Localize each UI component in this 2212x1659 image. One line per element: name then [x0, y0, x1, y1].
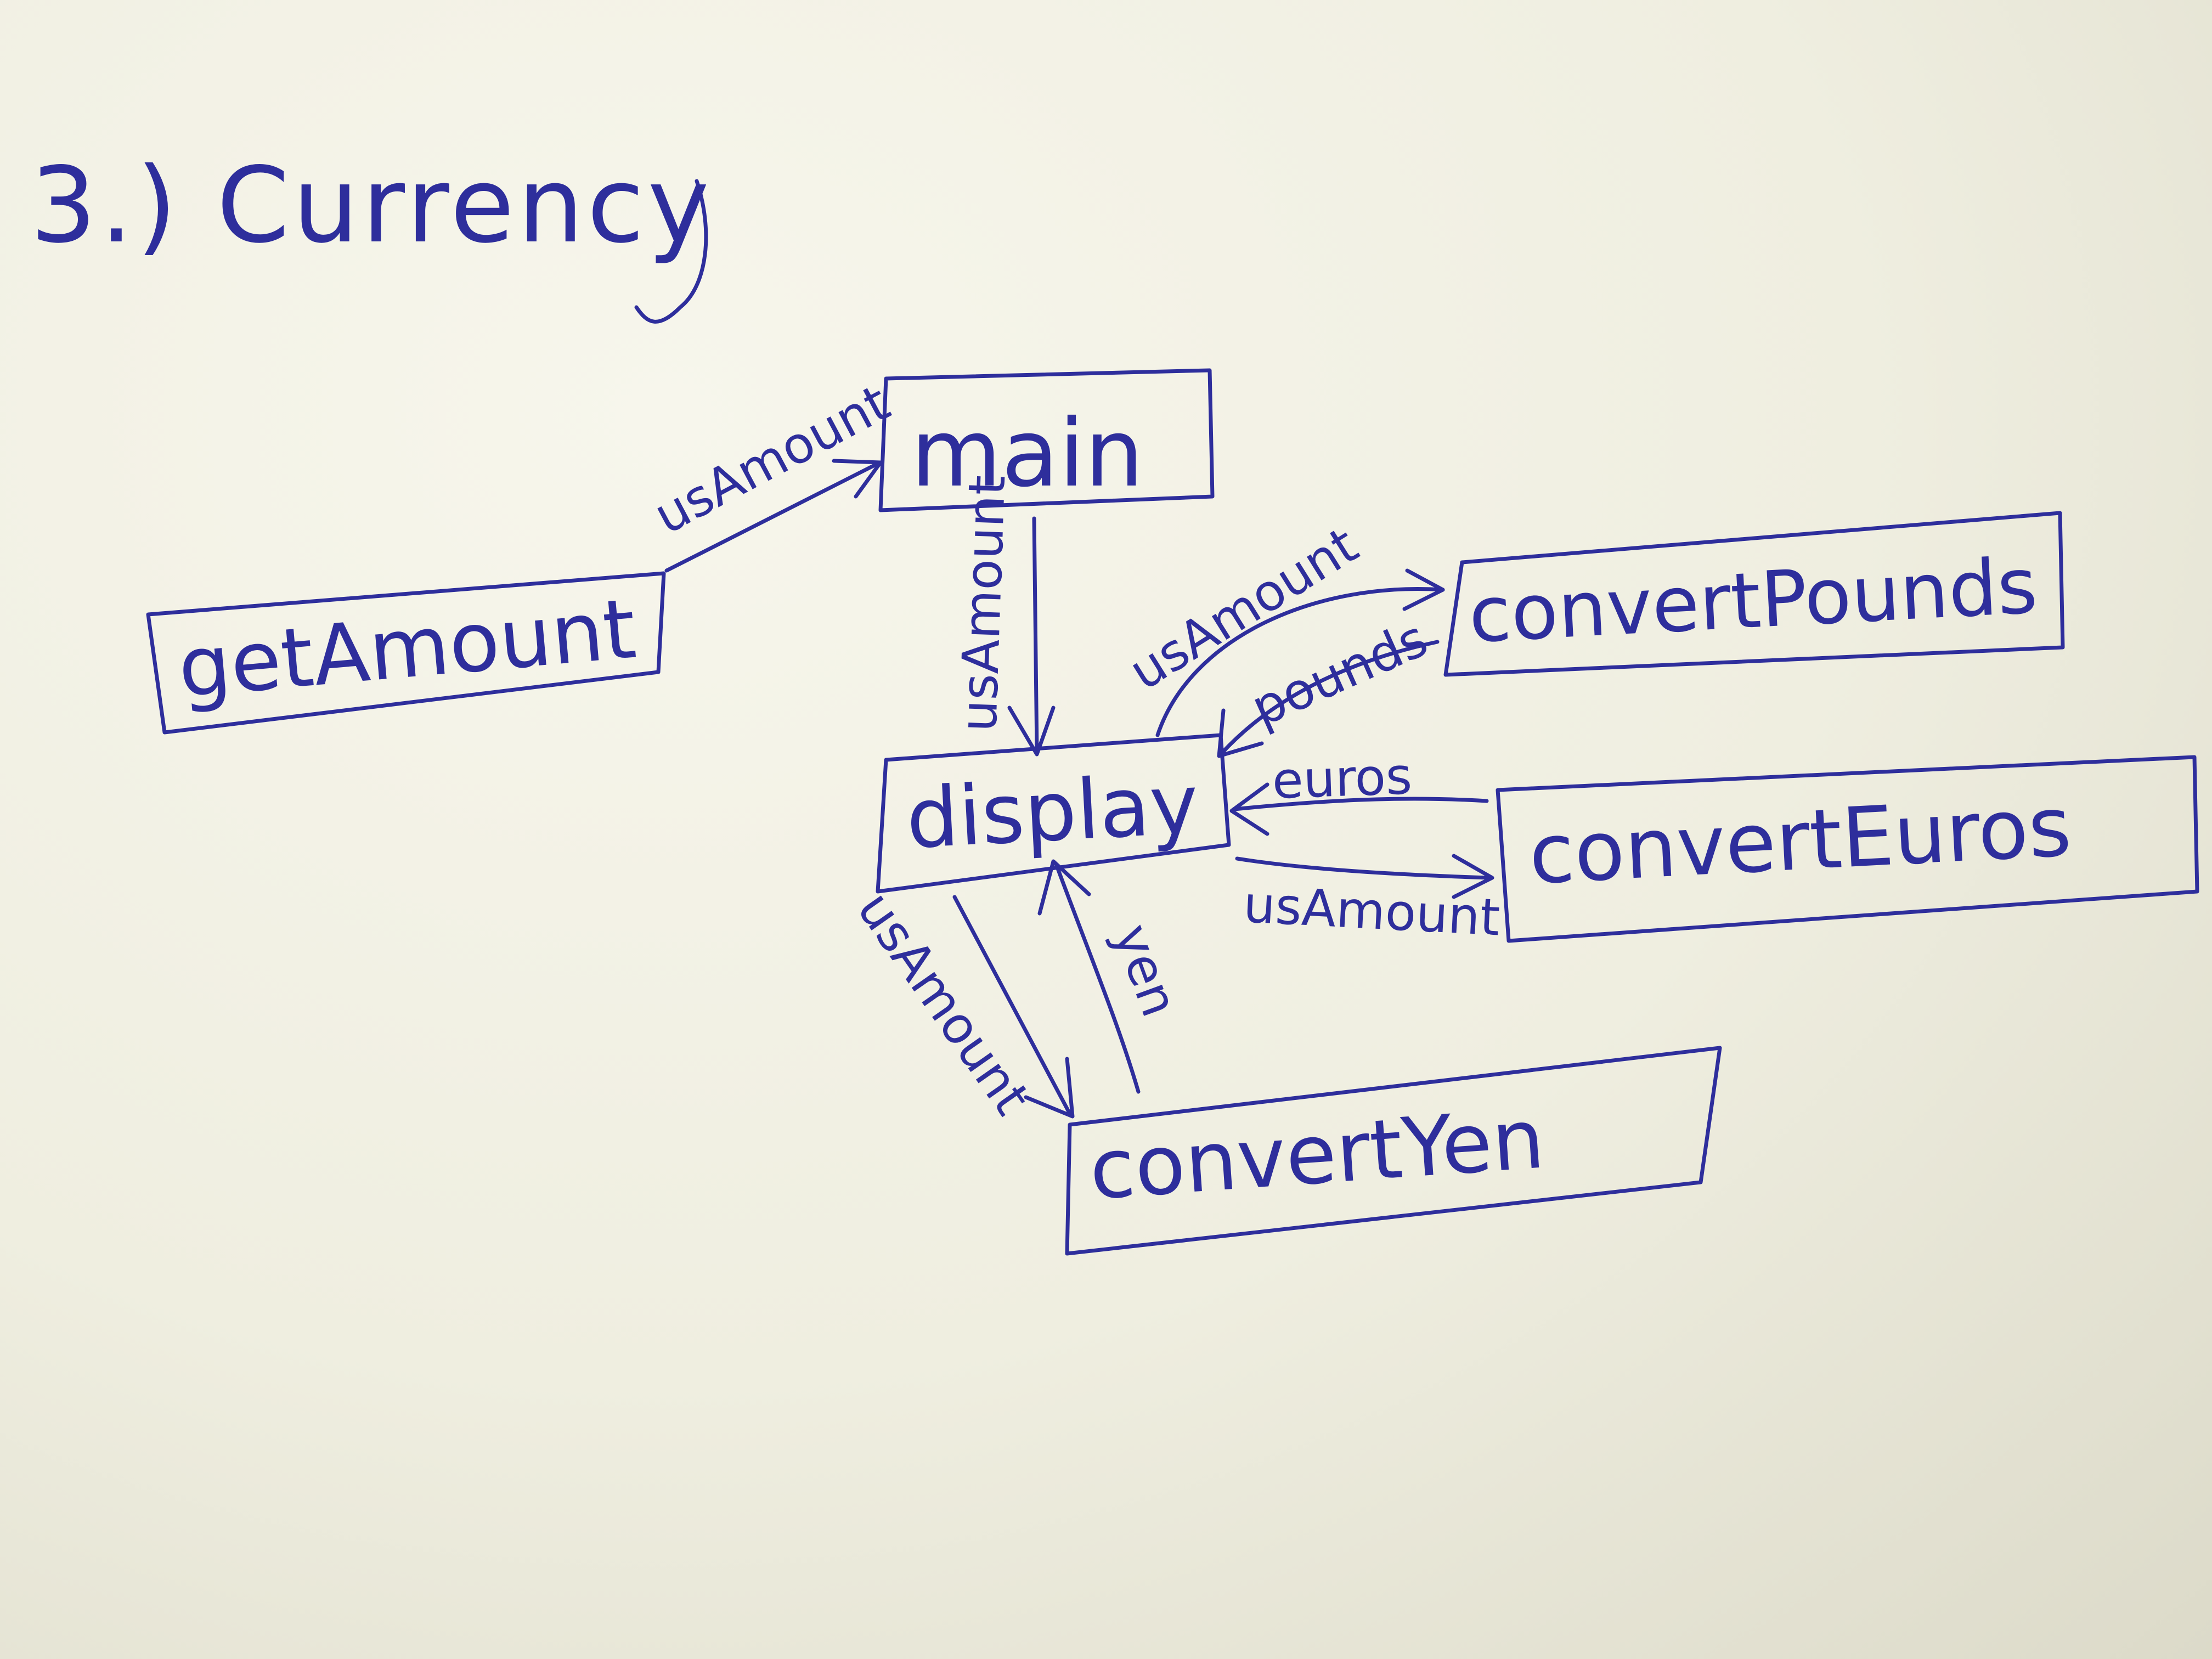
edge-display-to-euros-line — [1235, 856, 1492, 880]
display-label: display — [904, 757, 1201, 867]
edge-display-to-euros-arrowhead — [1452, 854, 1494, 899]
edge-euros-to-display: euros — [1229, 747, 1489, 836]
edge-yen-to-display-line — [1054, 862, 1141, 1094]
convert-yen-label: convertYen — [1086, 1091, 1547, 1218]
edge-yen-to-display-arrowhead — [1037, 859, 1091, 916]
edge-display-to-euros: usAmount — [1235, 854, 1502, 947]
edge-getamount-to-main: usAmount — [645, 373, 899, 573]
edge-display-to-yen: usAmount — [846, 881, 1075, 1125]
edge-euros-to-display-arrowhead — [1229, 782, 1269, 836]
edge-yen-to-display-label: yen — [1102, 917, 1189, 1024]
node-convert-euros: convertEuros — [1496, 755, 2199, 943]
convert-pounds-box — [1443, 511, 2065, 677]
edge-pounds-to-display-label: pounds — [1243, 609, 1436, 738]
edge-getamount-to-main-arrowhead — [832, 459, 883, 499]
edge-display-to-euros-label: usAmount — [1242, 875, 1502, 947]
edge-main-to-display-arrowhead — [1007, 706, 1056, 757]
node-main: main — [878, 368, 1215, 512]
convert-yen-box — [1065, 1046, 1722, 1256]
diagram-title: 3.) Currency — [30, 145, 713, 266]
node-display: display — [876, 733, 1231, 894]
get-amount-box — [146, 571, 666, 735]
edge-pounds-to-display-arrowhead — [1217, 708, 1264, 758]
edge-getamount-to-main-label: usAmount — [645, 373, 899, 545]
edge-display-to-yen-arrowhead — [1024, 1057, 1075, 1119]
convert-euros-label: convertEuros — [1527, 779, 2074, 903]
main-label: main — [911, 399, 1144, 508]
edge-main-to-display-line — [1032, 516, 1039, 754]
title-flourish — [634, 179, 708, 324]
main-box — [878, 368, 1215, 512]
convert-euros-box — [1496, 755, 2199, 943]
edge-display-to-pounds-arrowhead — [1402, 568, 1445, 611]
node-convert-yen: convertYen — [1065, 1046, 1722, 1256]
edge-main-to-display-label: usAmount — [949, 475, 1017, 733]
edge-display-to-yen-line — [952, 895, 1072, 1116]
node-convert-pounds: convertPounds — [1443, 511, 2065, 677]
display-box — [876, 733, 1231, 894]
edge-euros-to-display-label: euros — [1271, 747, 1413, 810]
get-amount-label: getAmount — [174, 582, 640, 716]
convert-pounds-label: convertPounds — [1466, 541, 2039, 661]
edge-main-to-display: usAmount — [949, 475, 1056, 757]
node-get-amount: getAmount — [146, 571, 666, 735]
edge-euros-to-display-line — [1232, 797, 1489, 811]
edge-getamount-to-main-line — [664, 461, 880, 573]
edge-display-to-pounds-line — [1155, 587, 1445, 737]
edge-pounds-to-display-line — [1218, 640, 1440, 757]
edge-yen-to-display: yen — [1037, 859, 1189, 1094]
